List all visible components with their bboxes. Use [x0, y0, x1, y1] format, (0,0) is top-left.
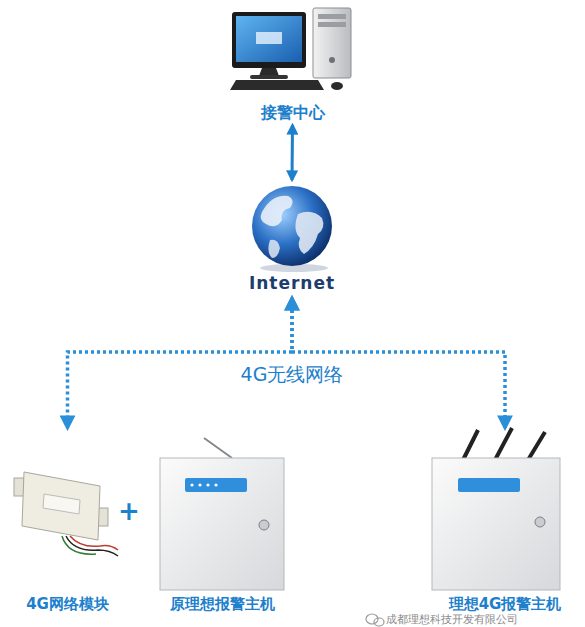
node-label: 4G网络模块 [0, 595, 150, 614]
computer-illustration [230, 8, 351, 90]
wechat-icon [366, 614, 384, 626]
plus-sign: + [118, 496, 140, 526]
node-label: 接警中心 [195, 103, 390, 124]
solid-connector [291, 125, 295, 180]
alarm-host-4g-node: 理想4G报警主机 [425, 428, 585, 620]
node-label: 理想4G报警主机 [405, 595, 585, 614]
module-node: 4G网络模块 [5, 428, 130, 620]
node-label: Internet [212, 273, 372, 293]
globe-illustration [252, 186, 332, 272]
alarm-host-illustration [160, 438, 284, 590]
watermark: 成都理想科技开发有限公司 [386, 612, 518, 627]
alarm-host-node: 原理想报警主机 [148, 428, 296, 620]
edge-label: 4G无线网络 [241, 362, 344, 388]
module-illustration [14, 472, 118, 556]
node-label: 原理想报警主机 [128, 595, 316, 614]
alarm-host-4g-illustration [432, 428, 560, 590]
internet-node: Internet [232, 180, 352, 298]
alarm-center-node: 接警中心 [215, 5, 370, 125]
